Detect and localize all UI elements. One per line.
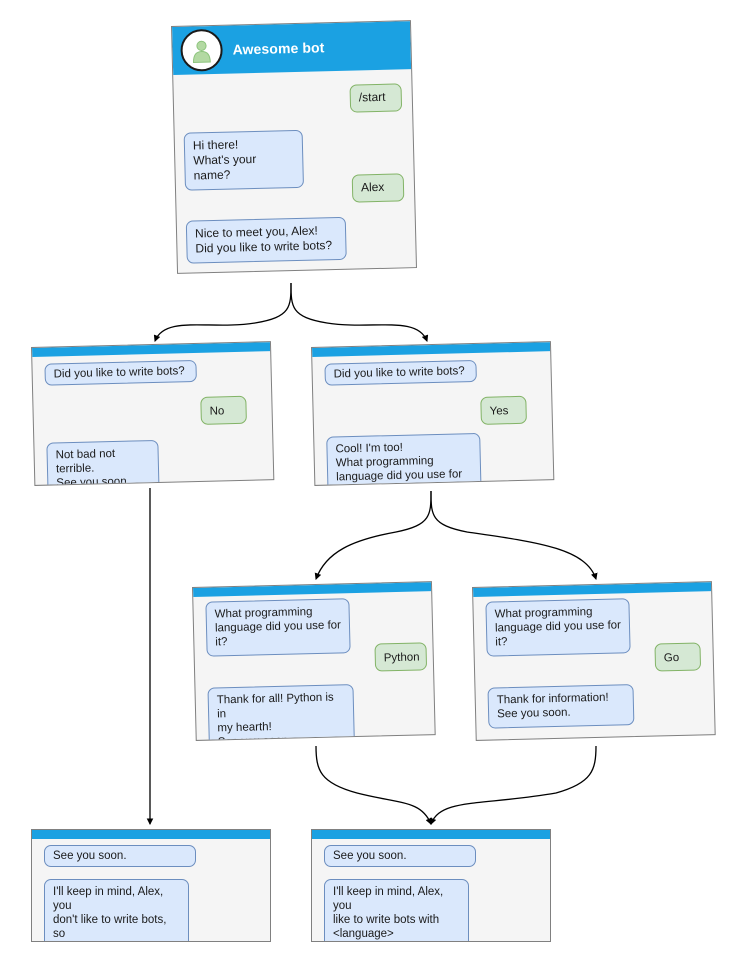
node-yes-branch-body: Did you like to write bots? Yes Cool! I'… (312, 351, 553, 486)
node-end-sad-body: See you soon. I'll keep in mind, Alex, y… (32, 839, 270, 941)
node-go-branch[interactable]: What programming language did you use fo… (472, 581, 716, 741)
edge-yes-to-python (314, 490, 432, 581)
message-bubble-bot: Did you like to write bots? (44, 359, 197, 386)
edge-root-to-no (153, 282, 292, 343)
message-bubble-user: Python (374, 642, 428, 672)
node-python-branch-body: What programming language did you use fo… (193, 591, 434, 741)
node-yes-branch[interactable]: Did you like to write bots? Yes Cool! I'… (311, 341, 555, 486)
node-end-sad[interactable]: See you soon. I'll keep in mind, Alex, y… (31, 829, 271, 942)
person-avatar-icon (180, 28, 224, 72)
message-bubble-user: Alex (351, 173, 405, 203)
node-end-happy-body: See you soon. I'll keep in mind, Alex, y… (312, 839, 550, 941)
bot-title: Awesome bot (232, 39, 325, 58)
message-bubble-bot: See you soon. (44, 845, 196, 867)
message-bubble-user: Yes (480, 395, 527, 425)
message-bubble-bot: Did you like to write bots? (324, 359, 477, 386)
edge-yes-to-go (430, 490, 598, 581)
node-root-header: Awesome bot (172, 21, 412, 75)
node-end-happy[interactable]: See you soon. I'll keep in mind, Alex, y… (311, 829, 551, 942)
message-bubble-bot: I'll keep in mind, Alex, you like to wri… (324, 879, 469, 941)
message-bubble-bot: I'll keep in mind, Alex, you don't like … (44, 879, 189, 941)
message-bubble-user: Go (654, 642, 702, 672)
node-go-branch-body: What programming language did you use fo… (473, 591, 714, 741)
edge-root-to-yes (290, 282, 429, 343)
node-end-sad-header (32, 830, 270, 839)
edge-go-to-end-happy (429, 745, 597, 826)
node-python-branch[interactable]: What programming language did you use fo… (192, 581, 436, 741)
node-root-body: /start Hi there! What's your name? Alex … (173, 69, 416, 274)
node-no-branch[interactable]: Did you like to write bots? No Not bad n… (31, 341, 275, 486)
node-root[interactable]: Awesome bot /start Hi there! What's your… (171, 20, 417, 274)
message-bubble-bot: Thank for information! See you soon. (487, 684, 635, 729)
node-no-branch-body: Did you like to write bots? No Not bad n… (32, 351, 273, 486)
node-end-happy-header (312, 830, 550, 839)
message-bubble-bot: What programming language did you use fo… (205, 598, 351, 657)
message-bubble-user: /start (349, 83, 403, 113)
message-bubble-bot: Thank for all! Python is in my hearth! S… (207, 684, 356, 741)
message-bubble-bot: Cool! I'm too! What programming language… (326, 432, 482, 486)
message-bubble-bot: See you soon. (324, 845, 476, 867)
message-bubble-bot: Not bad not terrible. See you soon. (46, 439, 160, 486)
message-bubble-bot: What programming language did you use fo… (485, 598, 631, 657)
message-bubble-bot: Hi there! What's your name? (183, 129, 304, 191)
message-bubble-bot: Nice to meet you, Alex! Did you like to … (185, 216, 347, 264)
edge-python-to-end-happy (315, 745, 432, 825)
message-bubble-user: No (200, 395, 247, 425)
